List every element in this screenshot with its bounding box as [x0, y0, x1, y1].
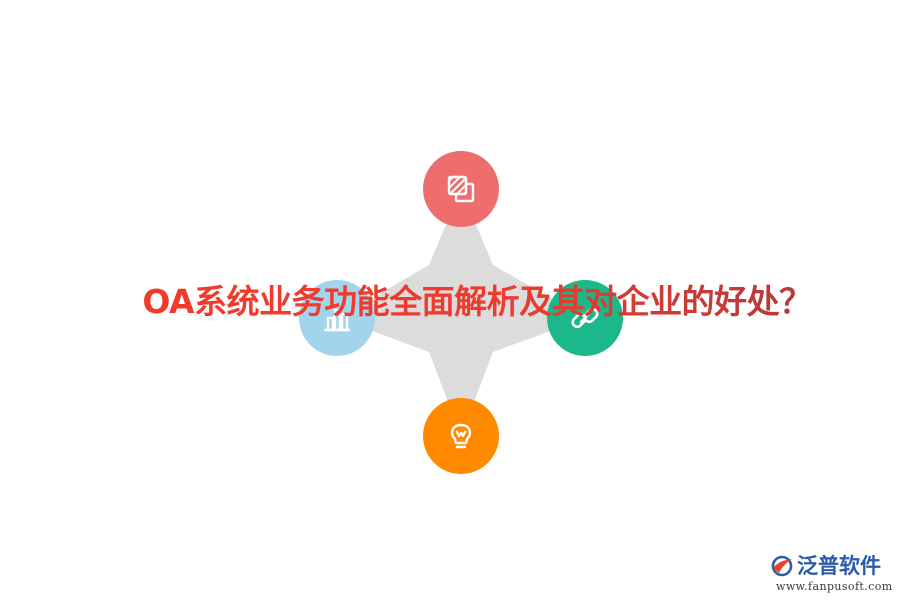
node-left [299, 280, 375, 356]
page-title: OA系统业务功能全面解析及其对企业的好处？ [0, 278, 900, 326]
brand-mark-icon [771, 555, 793, 577]
layers-icon [447, 175, 475, 203]
brand-logo: 泛普软件 www.fanpusoft.com [768, 551, 898, 595]
bar-chart-icon [323, 308, 351, 332]
node-bottom [423, 398, 499, 474]
brand-name: 泛普软件 [797, 554, 881, 578]
title-text: OA系统业务功能全面解析及其对企业的好处？ [142, 282, 812, 321]
node-top [423, 151, 499, 227]
star-shape [338, 189, 586, 436]
brand-url: www.fanpusoft.com [776, 580, 893, 593]
node-right [547, 280, 623, 356]
link-icon [571, 307, 599, 329]
lightbulb-icon [450, 423, 472, 449]
